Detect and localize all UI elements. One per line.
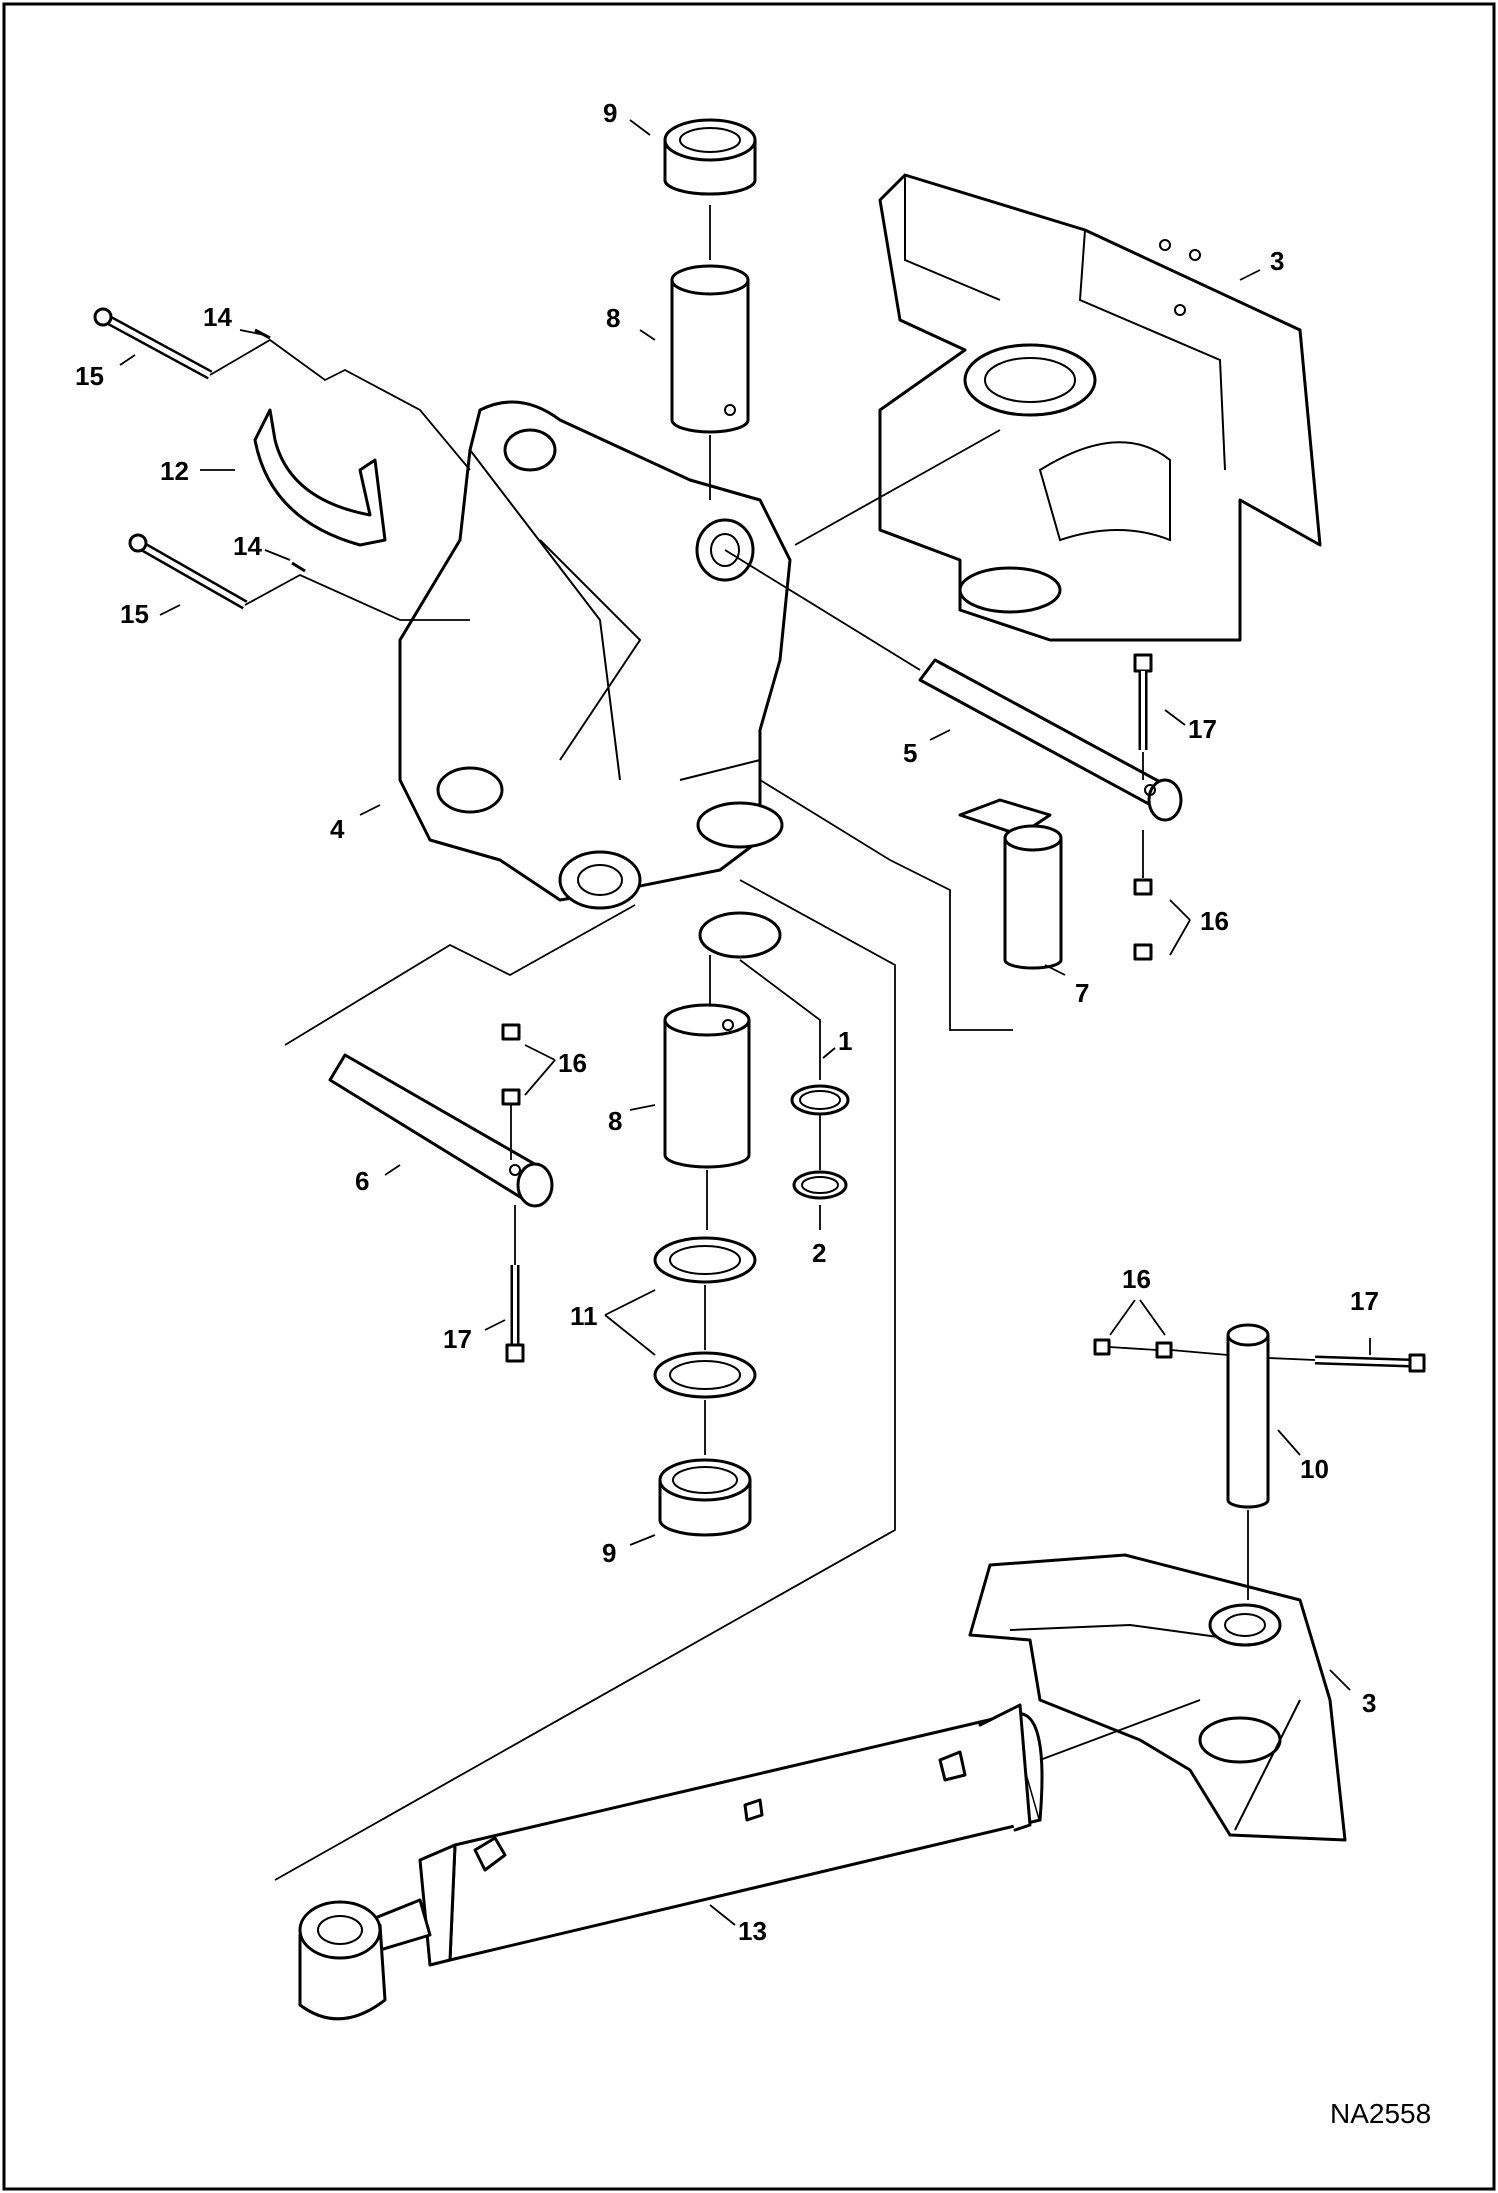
callout-8: 8 (608, 1106, 622, 1136)
callout-10: 10 (1300, 1454, 1329, 1484)
callout-13: 13 (738, 1916, 767, 1946)
callout-9: 9 (603, 98, 617, 128)
pin-8-top (670, 264, 750, 434)
pin-7 (958, 798, 1063, 970)
callout-11: 11 (570, 1301, 598, 1331)
bushing-9-top (663, 118, 757, 196)
leader-pin-6 (284, 904, 636, 1046)
callout-9: 9 (602, 1538, 616, 1568)
callout-12: 12 (160, 456, 189, 486)
callout-16: 16 (558, 1048, 587, 1078)
swing-frame (398, 400, 792, 959)
boom-mount-upper (878, 173, 1322, 642)
washers-11 (653, 1236, 757, 1399)
bolt-17-lower (1314, 1353, 1426, 1373)
pin-10 (1226, 1323, 1270, 1509)
callout-16: 16 (1122, 1264, 1151, 1294)
figure-id: NA2558 (1330, 2098, 1431, 2129)
callout-3: 3 (1362, 1688, 1376, 1718)
callout-labels: 9 3 14 8 15 12 14 15 17 5 16 4 7 1 16 8 … (75, 98, 1379, 1946)
pin-8-bottom (663, 1003, 751, 1169)
callout-15: 15 (75, 361, 104, 391)
bushing-9-bottom (658, 1458, 752, 1537)
ring-1 (790, 1084, 850, 1116)
hydraulic-cylinder (298, 1703, 1044, 2021)
callout-14: 14 (203, 302, 232, 332)
ring-2 (792, 1170, 848, 1200)
callout-7: 7 (1075, 978, 1089, 1008)
leader-cylinder-mount (1039, 1699, 1201, 1761)
bolt-17-right (1133, 653, 1153, 750)
guard-12 (253, 408, 387, 547)
pin-5 (918, 658, 1183, 822)
pin-15-lower (128, 533, 306, 610)
leader-cylinder (274, 879, 896, 1881)
callout-leaders (119, 119, 1371, 1926)
callout-17: 17 (1188, 714, 1217, 744)
nut-16-right (1133, 878, 1153, 961)
callout-6: 6 (355, 1166, 369, 1196)
callout-8: 8 (606, 303, 620, 333)
callout-3: 3 (1270, 246, 1284, 276)
callout-4: 4 (330, 814, 345, 844)
bolt-17-left (505, 1265, 525, 1363)
callout-15: 15 (120, 599, 149, 629)
callout-1: 1 (838, 1026, 852, 1056)
pin-15-upper (93, 307, 271, 380)
callout-2: 2 (812, 1238, 826, 1268)
leader-upper-pin (209, 338, 471, 471)
callout-14: 14 (233, 531, 262, 561)
callout-17: 17 (1350, 1286, 1379, 1316)
boom-mount-lower (968, 1553, 1347, 1842)
nut-16-left (501, 1023, 521, 1106)
callout-5: 5 (903, 738, 917, 768)
callout-17: 17 (443, 1324, 472, 1354)
pin-6 (328, 1053, 554, 1208)
callout-16: 16 (1200, 906, 1229, 936)
